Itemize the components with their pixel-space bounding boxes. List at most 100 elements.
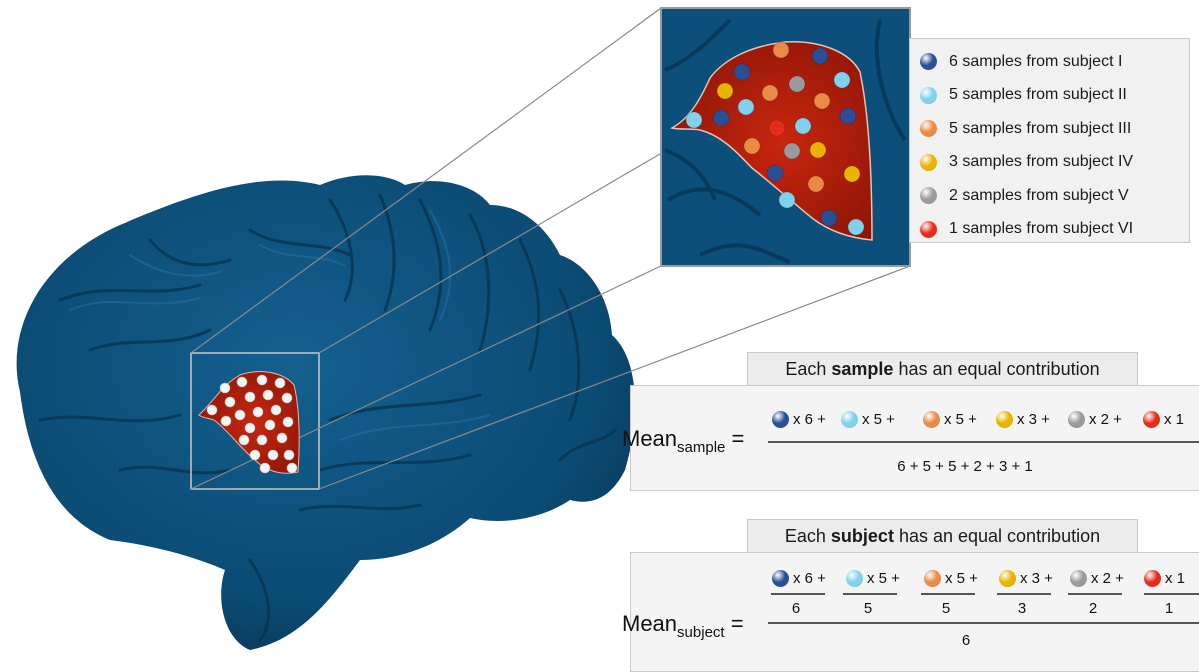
subject-5-ball-icon: [1070, 570, 1087, 587]
mean-subscript: subject: [677, 624, 725, 641]
header-suffix: has an equal contribution: [893, 359, 1099, 379]
sample-term: x 6 +: [772, 411, 826, 428]
subject-panel-header: Each subject has an equal contribution: [747, 519, 1138, 553]
header-prefix: Each: [785, 526, 831, 546]
subject-3-ball-icon: [923, 411, 940, 428]
subject-6-ball-icon: [1143, 411, 1160, 428]
sample-subject-3: [744, 138, 760, 154]
sample-subject-1: [840, 108, 856, 124]
sample-subject-1: [812, 48, 828, 64]
term-fraction-line: [771, 593, 825, 595]
term-text: x 6 +: [793, 570, 826, 587]
legend-item: 1 samples from subject VI: [920, 213, 1189, 247]
term-text: x 6 +: [793, 411, 826, 428]
sample-term: x 5 +: [923, 411, 977, 428]
sample-subject-1: [767, 165, 783, 181]
subject-term: x 5 +: [846, 570, 900, 587]
fraction-line: [768, 622, 1199, 624]
sample-subject-2: [848, 219, 864, 235]
sample-panel-header: Each sample has an equal contribution: [747, 352, 1138, 386]
sample-subject-4: [810, 142, 826, 158]
sample-subject-4: [717, 83, 733, 99]
term-text: x 3 +: [1020, 570, 1053, 587]
header-suffix: has an equal contribution: [894, 526, 1100, 546]
term-fraction-line: [997, 593, 1051, 595]
subject-3-ball-icon: [920, 120, 937, 137]
subject-2-ball-icon: [846, 570, 863, 587]
subject-legend: 6 samples from subject I 5 samples from …: [909, 38, 1190, 243]
sample-subject-6: [769, 120, 785, 136]
sample-subject-3: [808, 176, 824, 192]
mean-sample-label: Meansample =: [622, 426, 744, 456]
term-text: x 1: [1165, 570, 1185, 587]
legend-label: 1 samples from subject VI: [949, 220, 1133, 238]
sample-term: x 1: [1143, 411, 1184, 428]
subject-term: x 5 +: [924, 570, 978, 587]
term-text: x 5 +: [862, 411, 895, 428]
fraction-line: [768, 441, 1199, 443]
subject-3-ball-icon: [924, 570, 941, 587]
legend-item: 6 samples from subject I: [920, 45, 1189, 79]
term-denominator: 5: [853, 600, 883, 617]
mean-subscript: sample: [677, 439, 725, 456]
term-denominator: 3: [1007, 600, 1037, 617]
term-text: x 2 +: [1091, 570, 1124, 587]
subject-2-ball-icon: [841, 411, 858, 428]
sample-subject-5: [784, 143, 800, 159]
term-text: x 5 +: [945, 570, 978, 587]
term-text: x 1: [1164, 411, 1184, 428]
sample-term: x 5 +: [841, 411, 895, 428]
sample-subject-2: [738, 99, 754, 115]
term-text: x 2 +: [1089, 411, 1122, 428]
subject-6-ball-icon: [1144, 570, 1161, 587]
sample-term: x 3 +: [996, 411, 1050, 428]
legend-item: 5 samples from subject II: [920, 79, 1189, 113]
header-bold: sample: [831, 359, 893, 379]
subject-5-ball-icon: [920, 187, 937, 204]
subject-4-ball-icon: [920, 154, 937, 171]
sample-subject-3: [814, 93, 830, 109]
sample-subject-2: [779, 192, 795, 208]
mean-subject-label: Meansubject =: [622, 611, 744, 641]
equals-sign: =: [731, 611, 744, 636]
term-fraction-line: [921, 593, 975, 595]
term-fraction-line: [1144, 593, 1199, 595]
sample-subject-5: [789, 76, 805, 92]
term-denominator: 2: [1078, 600, 1108, 617]
subject-1-ball-icon: [772, 411, 789, 428]
legend-item: 5 samples from subject III: [920, 112, 1189, 146]
subject-4-ball-icon: [996, 411, 1013, 428]
sample-subject-1: [713, 110, 729, 126]
term-text: x 5 +: [944, 411, 977, 428]
sample-subject-4: [844, 166, 860, 182]
term-denominator: 5: [931, 600, 961, 617]
mean-text: Mean: [622, 611, 677, 636]
sample-subject-2: [686, 112, 702, 128]
sample-subject-1: [734, 64, 750, 80]
subject-term: x 3 +: [999, 570, 1053, 587]
sample-subject-2: [795, 118, 811, 134]
header-bold: subject: [831, 526, 894, 546]
legend-label: 6 samples from subject I: [949, 53, 1122, 71]
legend-label: 5 samples from subject III: [949, 120, 1131, 138]
term-text: x 3 +: [1017, 411, 1050, 428]
sample-subject-3: [773, 42, 789, 58]
term-fraction-line: [1068, 593, 1122, 595]
sample-term: x 2 +: [1068, 411, 1122, 428]
term-denominator: 6: [781, 600, 811, 617]
subject-2-ball-icon: [920, 87, 937, 104]
term-text: x 5 +: [867, 570, 900, 587]
sample-subject-2: [834, 72, 850, 88]
subject-5-ball-icon: [1068, 411, 1085, 428]
subject-1-ball-icon: [772, 570, 789, 587]
subject-6-ball-icon: [920, 221, 937, 238]
sample-denominator: 6 + 5 + 5 + 2 + 3 + 1: [841, 458, 1089, 475]
sample-subject-3: [762, 85, 778, 101]
subject-term: x 2 +: [1070, 570, 1124, 587]
sample-subject-1: [821, 210, 837, 226]
subject-term: x 6 +: [772, 570, 826, 587]
subject-panel: Meansubject = x 6 + x 5 + x 5 + x 3 + x …: [630, 552, 1199, 672]
subject-term: x 1: [1144, 570, 1185, 587]
legend-item: 2 samples from subject V: [920, 179, 1189, 213]
header-prefix: Each: [785, 359, 831, 379]
